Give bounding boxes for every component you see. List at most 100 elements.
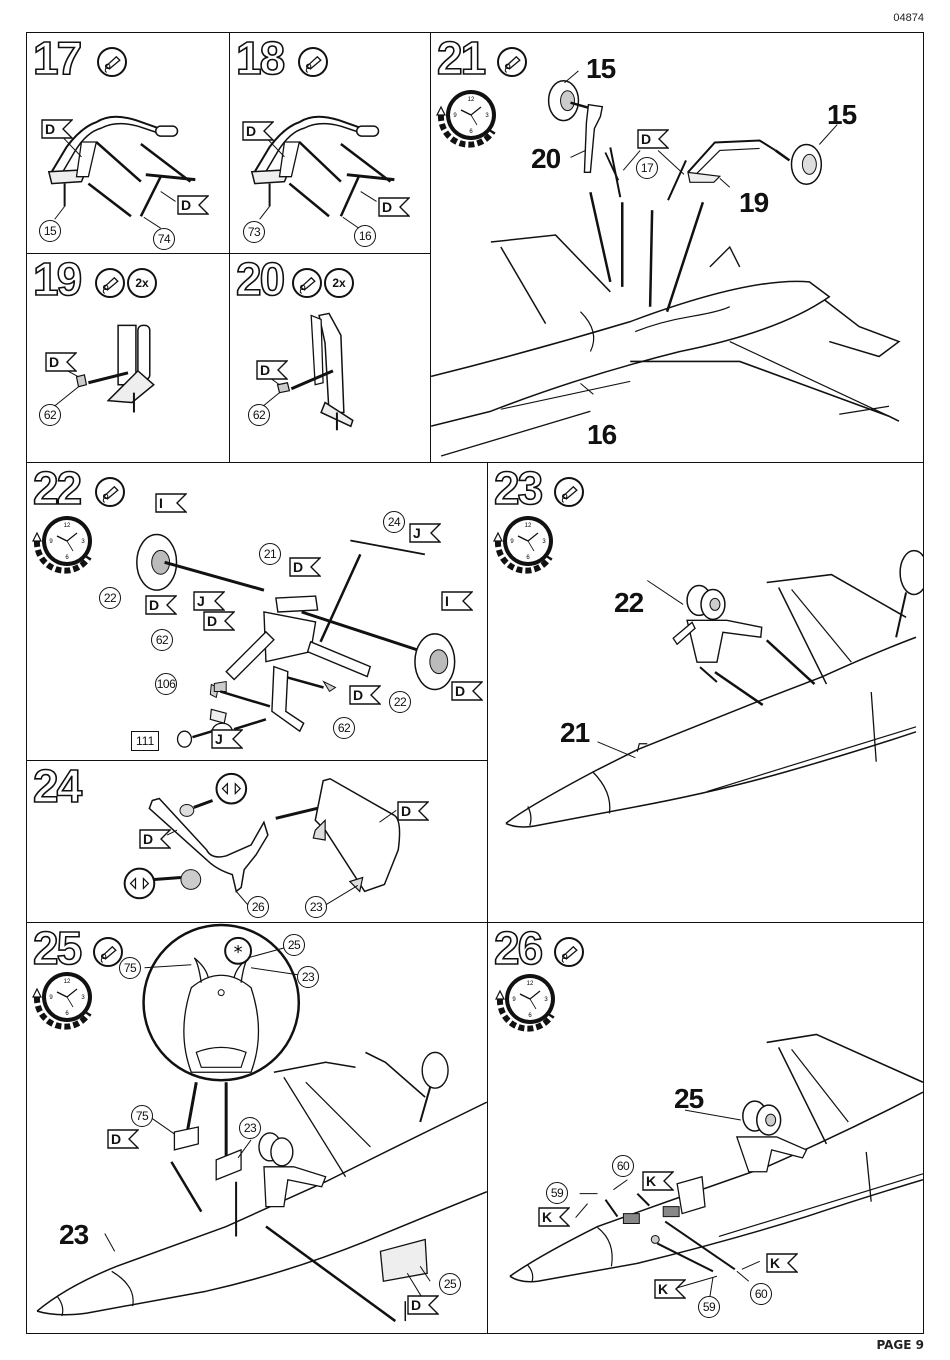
step-number: 21 <box>436 32 487 84</box>
svg-text:3: 3 <box>544 997 548 1003</box>
glue-tube-icon <box>97 47 127 77</box>
color-code-flag: K <box>538 1207 570 1227</box>
part-number: 75 <box>119 957 141 979</box>
step-25-panel: 25 12 3 6 9 * <box>26 922 488 1334</box>
glue-tube-icon <box>95 268 125 298</box>
step-20-panel: 20 2x D 62 <box>229 253 431 463</box>
color-code-flag: J <box>409 523 441 543</box>
glue-tube-icon <box>497 47 527 77</box>
color-code-flag: K <box>642 1171 674 1191</box>
color-code-flag: D <box>177 195 209 215</box>
svg-text:6: 6 <box>528 1013 532 1019</box>
svg-text:6: 6 <box>469 129 473 135</box>
step-number: 20 <box>235 253 286 305</box>
svg-text:6: 6 <box>65 555 69 561</box>
color-code-flag: D <box>289 557 321 577</box>
step-18-panel: 18 D D 73 16 <box>229 32 431 254</box>
step-number: 22 <box>32 462 83 514</box>
page-number: PAGE 9 <box>876 1338 924 1352</box>
svg-text:9: 9 <box>510 539 514 545</box>
part-number: 23 <box>305 896 327 918</box>
part-number: 25 <box>283 934 305 956</box>
svg-text:3: 3 <box>542 539 546 545</box>
part-callout: 15 <box>827 99 857 130</box>
nose-gear-exploded-drawing <box>27 463 487 760</box>
glue-tube-icon <box>298 47 328 77</box>
svg-text:9: 9 <box>49 995 53 1001</box>
step-22-panel: 22 12 3 6 9 <box>26 462 488 761</box>
color-code-flag: D <box>242 121 274 141</box>
part-number: 23 <box>239 1117 261 1139</box>
part-number: 21 <box>259 543 281 565</box>
color-code-flag: J <box>193 591 225 611</box>
color-code-flag: D <box>378 197 410 217</box>
part-callout: 25 <box>674 1083 704 1114</box>
color-code-flag: D <box>451 681 483 701</box>
svg-text:3: 3 <box>485 113 489 119</box>
svg-text:12: 12 <box>64 523 71 529</box>
part-number: 74 <box>153 228 175 250</box>
part-callout: 22 <box>614 587 644 618</box>
svg-text:12: 12 <box>525 523 532 529</box>
color-code-flag: D <box>107 1129 139 1149</box>
jet-fuselage-drawing <box>431 33 923 462</box>
part-number: 17 <box>636 157 658 179</box>
color-code-flag: D <box>203 611 235 631</box>
color-code-flag: D <box>256 360 288 380</box>
color-code-flag: D <box>139 829 171 849</box>
part-number: 60 <box>612 1155 634 1177</box>
svg-text:12: 12 <box>64 979 71 985</box>
svg-text:9: 9 <box>512 997 516 1003</box>
part-number: 23 <box>297 966 319 988</box>
part-number: 24 <box>383 511 405 533</box>
step-number: 24 <box>32 760 83 812</box>
part-number: 75 <box>131 1105 153 1127</box>
color-code-flag: K <box>766 1253 798 1273</box>
part-number: 62 <box>333 717 355 739</box>
part-number: 62 <box>151 629 173 651</box>
color-code-flag: D <box>637 129 669 149</box>
part-callout: 15 <box>586 53 616 84</box>
clock-drying-time-icon: 12 3 6 9 <box>495 974 555 1032</box>
glue-tube-icon <box>554 937 584 967</box>
document-code: 04874 <box>893 12 924 24</box>
color-code-flag: I <box>155 493 187 513</box>
part-number: 62 <box>248 404 270 426</box>
step-26-panel: 26 12 3 6 9 <box>487 922 924 1334</box>
color-code-flag: D <box>397 801 429 821</box>
glue-tube-icon <box>292 268 322 298</box>
step-number: 19 <box>32 253 83 305</box>
step-number: 26 <box>493 922 544 974</box>
part-callout: 21 <box>560 717 590 748</box>
part-number: 60 <box>750 1283 772 1305</box>
glue-tube-icon <box>95 477 125 507</box>
color-code-flag: J <box>211 729 243 749</box>
part-number: 25 <box>439 1273 461 1295</box>
part-callout: 23 <box>59 1219 89 1250</box>
svg-text:9: 9 <box>453 113 457 119</box>
svg-text:*: * <box>234 942 243 963</box>
boxed-part-number: 111 <box>131 731 160 751</box>
part-number: 73 <box>243 221 265 243</box>
part-number: 26 <box>247 896 269 918</box>
svg-text:12: 12 <box>527 981 534 987</box>
repeat-2x-badge: 2x <box>324 268 354 298</box>
part-number: 22 <box>389 691 411 713</box>
repeat-2x-badge: 2x <box>127 268 157 298</box>
clock-drying-time-icon: 12 3 6 9 <box>32 972 92 1030</box>
step-21-panel: 21 12 3 6 9 <box>430 32 924 463</box>
step-number: 18 <box>235 32 286 84</box>
part-number: 59 <box>698 1296 720 1318</box>
color-code-flag: D <box>407 1295 439 1315</box>
part-callout: 16 <box>587 419 617 450</box>
color-code-flag: D <box>45 352 77 372</box>
step-23-panel: 23 12 3 6 9 22 <box>487 462 924 923</box>
part-number: 16 <box>354 225 376 247</box>
part-callout: 19 <box>739 187 769 218</box>
color-code-flag: D <box>41 119 73 139</box>
part-number: 62 <box>39 404 61 426</box>
part-number: 59 <box>546 1182 568 1204</box>
step-24-panel: 24 D D 26 23 <box>26 760 488 923</box>
svg-text:12: 12 <box>468 97 475 103</box>
part-number: 15 <box>39 220 61 242</box>
